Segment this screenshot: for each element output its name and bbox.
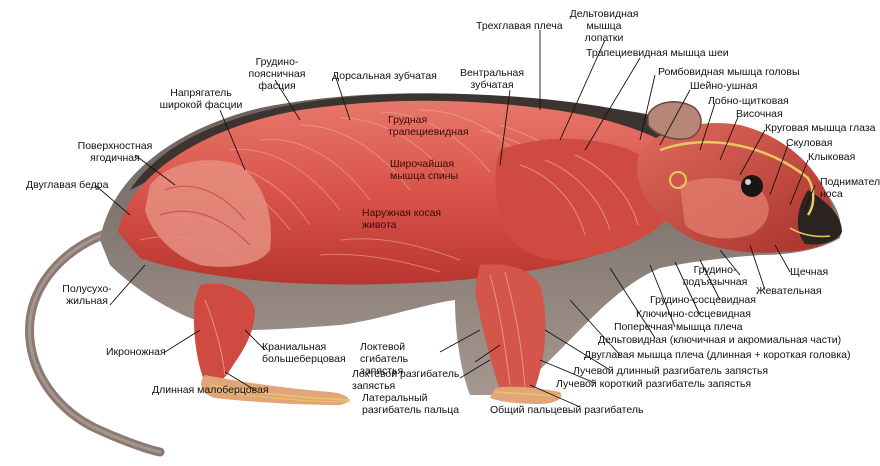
- label-ext-carpi-radialis-longus: Лучевой длинный разгибатель запястья: [573, 365, 768, 377]
- label-peroneus-longus: Длинная малоберцовая: [152, 384, 269, 396]
- label-semitendinosus: Полусухо-жильная: [58, 283, 116, 307]
- label-biceps-femoris: Двуглавая бедра: [26, 179, 109, 191]
- label-common-digital-extensor: Общий пальцевый разгибатель: [490, 404, 643, 416]
- label-serratus-ventralis: Вентральная зубчатая: [458, 67, 526, 91]
- label-lateral-digital-extensor: Латеральный разгибатель пальца: [362, 392, 467, 416]
- label-sternohyoid: Грудино-подъязычная: [680, 264, 750, 288]
- label-deltoid-scapula: Дельтовидная мышца лопатки: [568, 8, 640, 44]
- label-external-oblique: Наружная косая живота: [362, 207, 442, 231]
- label-triceps: Трехглавая плеча: [476, 20, 563, 32]
- label-gastrocnemius: Икроножная: [106, 346, 166, 358]
- label-ext-carpi-radialis-brevis: Лучевой короткий разгибатель запястья: [556, 378, 751, 390]
- label-cervico-auricular: Шейно-ушная: [690, 80, 757, 92]
- label-buccinator: Щечная: [790, 266, 828, 278]
- label-transverse-humeral: Поперечная мышца плеча: [614, 321, 743, 333]
- label-tensor-fasciae-latae: Напрягатель широкой фасции: [156, 87, 246, 111]
- label-cranial-tibial: Краниальная большеберцовая: [262, 341, 352, 365]
- label-biceps-brachii: Двуглавая мышца плеча (длинная + коротка…: [584, 349, 850, 361]
- label-serratus-dorsalis: Дорсальная зубчатая: [332, 70, 437, 82]
- label-fronto-scutular: Лобно-щитковая: [708, 95, 789, 107]
- label-latissimus-dorsi: Широчайшая мышца спины: [390, 158, 480, 182]
- eye: [741, 175, 763, 197]
- label-zygomatic: Скуловая: [786, 137, 832, 149]
- label-deltoid-parts: Дельтовидная (ключичная и акромиальная ч…: [598, 334, 841, 346]
- label-orbicularis-oculi: Круговая мышца глаза: [765, 122, 876, 134]
- label-rhomboid-head: Ромбовидная мышца головы: [658, 66, 800, 78]
- label-thoracolumbar-fascia: Грудино-поясничная фасция: [242, 56, 312, 92]
- label-trapezius-neck: Трапециевидная мышца шеи: [586, 47, 729, 59]
- label-temporal: Височная: [736, 108, 783, 120]
- label-levator-nasi: Подниматель носа: [820, 176, 878, 200]
- label-sternomastoid: Грудино-сосцевидная: [650, 294, 756, 306]
- label-cleidomastoid: Ключично-сосцевидная: [636, 308, 751, 320]
- label-masseter: Жевательная: [756, 285, 822, 297]
- label-flexor-carpi-ulnaris: Локтевой сгибатель запястья: [360, 341, 450, 377]
- label-thoracic-trapezius: Грудная трапециевидная: [388, 114, 474, 138]
- label-caninus: Клыковая: [808, 151, 855, 163]
- label-superficial-gluteal: Поверхностная ягодичная: [66, 140, 164, 164]
